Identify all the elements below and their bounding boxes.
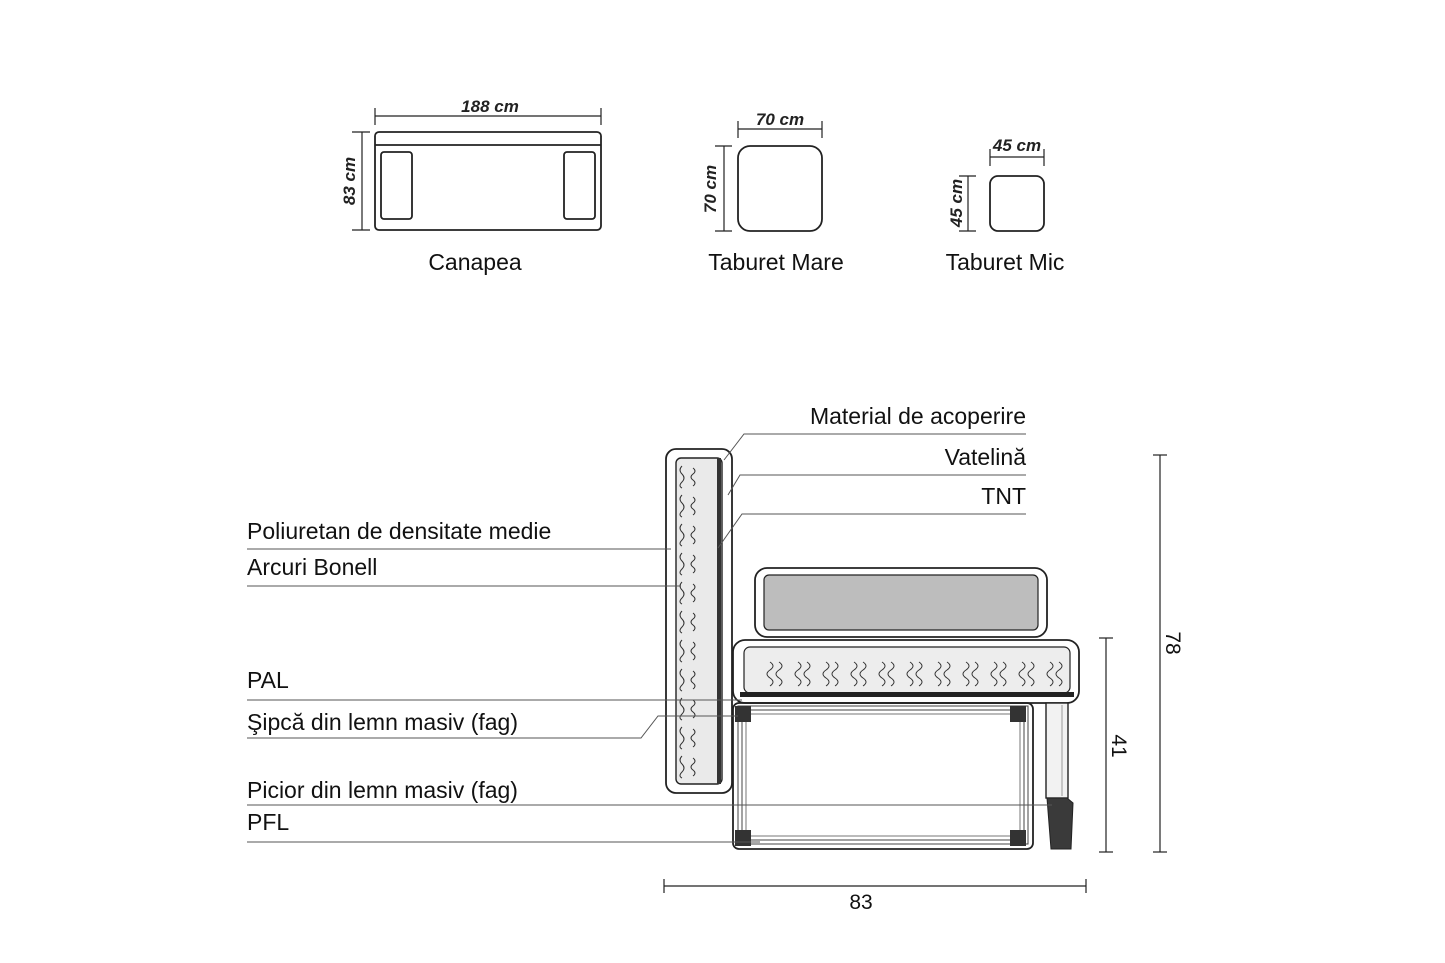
label-picior: Picior din lemn masiv (fag) [247,777,518,803]
canapea-width-label: 188 cm [461,97,519,116]
label-tnt: TNT [981,483,1026,509]
leader-lines-right [717,433,1026,549]
taburet-mic-width-label: 45 cm [992,136,1041,155]
taburet-mic-name: Taburet Mic [946,249,1065,275]
leg [1045,702,1074,850]
dim-height-total-label: 78 [1161,631,1184,654]
label-material-acoperire: Material de acoperire [810,403,1026,429]
dim-depth-label: 83 [849,891,872,914]
seat-cushion [754,567,1048,638]
leader-lines-left [247,548,1052,843]
taburet-mare-depth-label: 70 cm [701,165,720,213]
label-sipca: Şipcă din lemn masiv (fag) [247,709,518,735]
dimension-depth [663,879,1087,893]
label-vatelina: Vatelină [945,444,1027,470]
dim-height-seat-label: 41 [1107,734,1130,757]
label-arcuri-bonell: Arcuri Bonell [247,554,377,580]
canapea-depth-label: 83 cm [340,157,359,205]
taburet-mic-top-view [959,149,1045,232]
taburet-mic-depth-label: 45 cm [947,179,966,228]
dimension-height-total [1153,454,1167,853]
taburet-mare-width-label: 70 cm [756,110,804,129]
dimension-height-seat [1099,637,1113,853]
label-pfl: PFL [247,809,289,835]
seat-base [732,639,1080,704]
backrest-section [665,448,733,794]
canapea-name: Canapea [428,249,522,275]
label-poliuretan: Poliuretan de densitate medie [247,518,551,544]
taburet-mare-name: Taburet Mare [708,249,844,275]
label-pal: PAL [247,667,289,693]
taburet-mare-top-view [715,121,823,232]
frame-box [732,702,1034,850]
canapea-top-view [352,108,602,231]
